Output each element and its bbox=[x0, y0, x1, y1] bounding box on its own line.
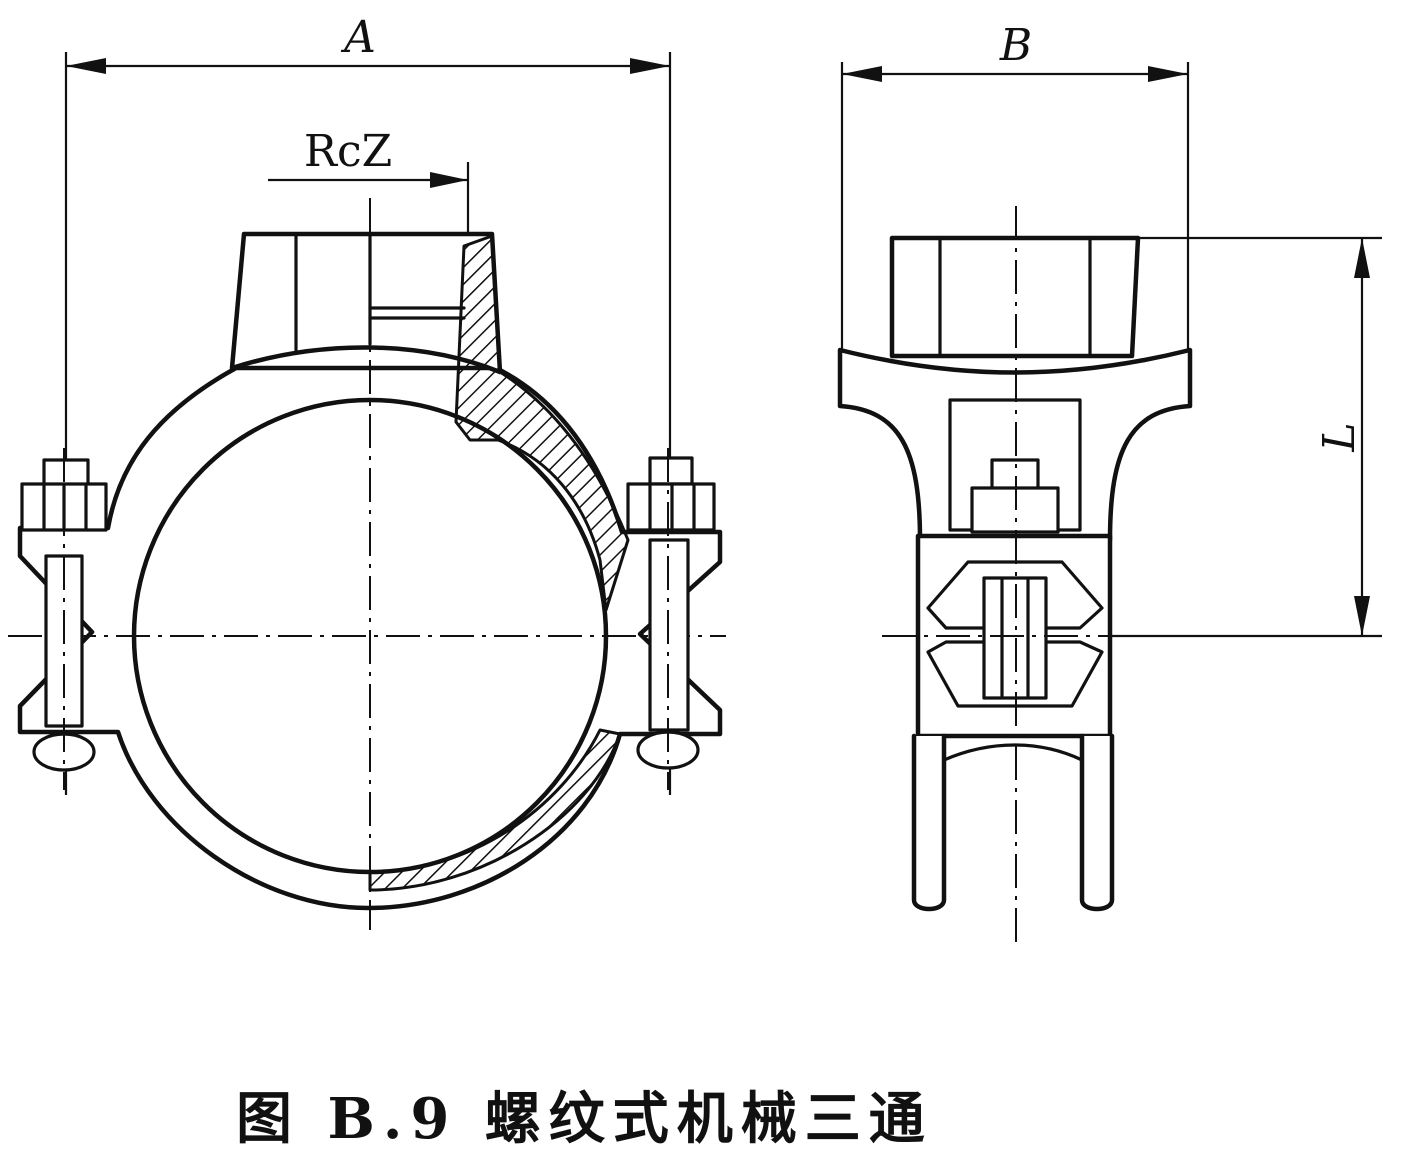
left-bolt bbox=[20, 448, 108, 790]
section-hatch-bottom bbox=[368, 728, 622, 892]
label-dim-b: B bbox=[999, 20, 1032, 71]
section-hatch-right bbox=[454, 234, 630, 612]
dimension-b: B bbox=[840, 20, 1190, 360]
right-bolt bbox=[626, 448, 716, 790]
dimension-l: L bbox=[1100, 236, 1382, 638]
label-dim-l: L bbox=[1314, 422, 1365, 452]
side-legs bbox=[911, 733, 1115, 912]
figure-caption: 图 B.9 螺纹式机械三通 bbox=[0, 1074, 1403, 1154]
front-view: A RcZ bbox=[8, 12, 726, 930]
side-view: B L bbox=[837, 20, 1382, 944]
caption-text: 图 B.9 螺纹式机械三通 bbox=[236, 1086, 933, 1152]
label-dim-a: A bbox=[340, 12, 376, 63]
thread-leader: RcZ bbox=[268, 126, 470, 240]
label-thread: RcZ bbox=[304, 126, 392, 177]
side-outlet-boss bbox=[889, 235, 1141, 359]
